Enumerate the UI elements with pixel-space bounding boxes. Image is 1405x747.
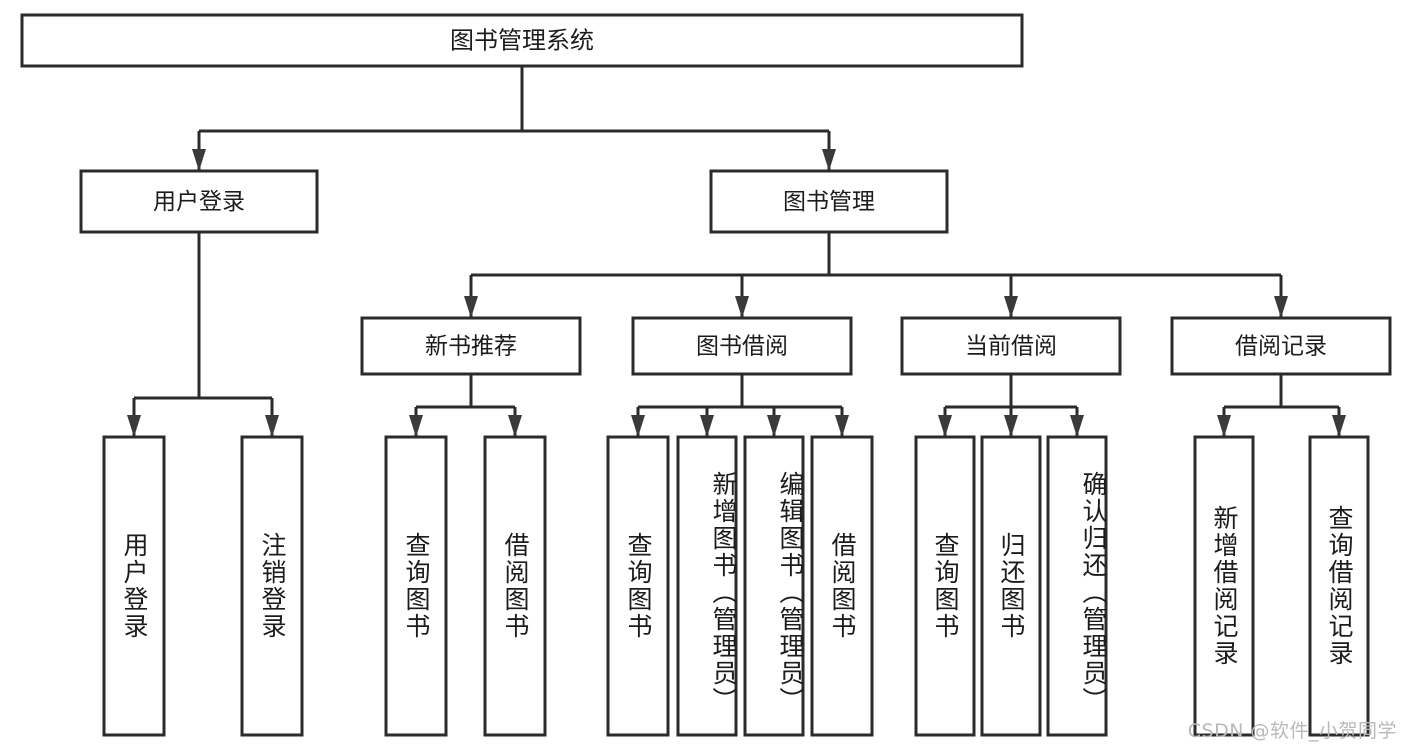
node-box-leaf-add-record[interactable]: [1193, 435, 1255, 737]
node-box-root[interactable]: [20, 13, 1024, 68]
node-label-new-book-rec: 新书推荐: [425, 334, 517, 360]
arrow-head-icon: [1070, 415, 1084, 437]
arrow-head-icon: [409, 415, 423, 437]
node-box-user-login[interactable]: [79, 169, 319, 234]
node-box-leaf-borrow-book-rec[interactable]: [483, 435, 547, 737]
arrow-head-icon: [192, 149, 206, 171]
arrow-head-icon: [508, 415, 522, 437]
node-box-leaf-add-book[interactable]: [676, 435, 738, 737]
node-box-layer: [20, 13, 1392, 737]
arrow-head-icon: [1004, 415, 1018, 437]
node-box-book-manage[interactable]: [709, 169, 949, 234]
arrow-head-icon: [1217, 415, 1231, 437]
node-box-leaf-query-record[interactable]: [1308, 435, 1370, 737]
node-box-current-borrow[interactable]: [900, 316, 1122, 376]
node-label-book-manage: 图书管理: [783, 189, 875, 215]
arrow-head-icon: [631, 415, 645, 437]
arrow-head-icon: [265, 415, 279, 437]
node-box-borrow-record[interactable]: [1170, 316, 1392, 376]
node-box-leaf-logout[interactable]: [240, 435, 304, 737]
connector-layer: [127, 66, 1346, 437]
watermark: CSDN @软件_小贺同学: [1187, 720, 1397, 742]
node-label-user-login: 用户登录: [153, 189, 245, 215]
arrow-head-icon: [835, 415, 849, 437]
node-box-leaf-confirm-return[interactable]: [1046, 435, 1108, 737]
node-box-leaf-user-login[interactable]: [102, 435, 166, 737]
node-label-current-borrow: 当前借阅: [965, 334, 1057, 360]
node-box-leaf-query-book-rec[interactable]: [384, 435, 448, 737]
arrow-head-icon: [1274, 296, 1288, 318]
node-box-leaf-edit-book[interactable]: [743, 435, 805, 737]
arrow-head-icon: [735, 296, 749, 318]
arrow-head-icon: [464, 296, 478, 318]
arrow-head-icon: [938, 415, 952, 437]
arrow-head-icon: [127, 415, 141, 437]
node-box-leaf-borrow-book[interactable]: [810, 435, 874, 737]
node-box-book-borrow[interactable]: [631, 316, 853, 376]
arrow-head-icon: [1004, 296, 1018, 318]
node-box-new-book-rec[interactable]: [360, 316, 582, 376]
arrow-head-icon: [700, 415, 714, 437]
node-box-leaf-return-book[interactable]: [980, 435, 1042, 737]
node-box-leaf-query-book-cur[interactable]: [914, 435, 976, 737]
arrow-head-icon: [767, 415, 781, 437]
arrow-head-icon: [822, 149, 836, 171]
node-label-borrow-record: 借阅记录: [1235, 334, 1327, 360]
node-label-root: 图书管理系统: [450, 27, 594, 55]
node-label-book-borrow: 图书借阅: [696, 334, 788, 360]
node-box-leaf-query-book-borrow[interactable]: [606, 435, 670, 737]
arrow-head-icon: [1332, 415, 1346, 437]
